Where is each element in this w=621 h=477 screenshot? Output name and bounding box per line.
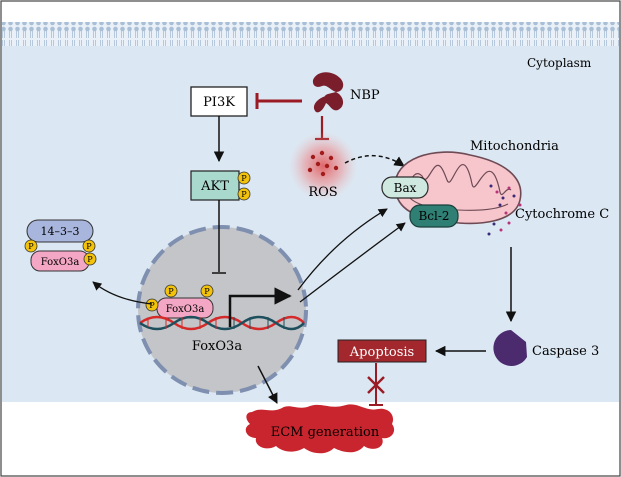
ros-label: ROS <box>308 185 337 200</box>
cyto-phospho-1-label: P <box>28 242 34 251</box>
nuclear-phospho-1-label: P <box>149 301 155 310</box>
akt-box <box>190 170 240 201</box>
nuclear-phospho-2 <box>164 284 178 298</box>
akt-label: AKT <box>200 179 229 194</box>
akt-phospho-1-label: P <box>241 174 247 183</box>
apoptosis-block-x-2 <box>367 376 385 394</box>
ros-to-mitochondria-arrow <box>344 154 405 167</box>
bcl2-label: Bcl-2 <box>418 209 449 223</box>
akt-phospho-1 <box>237 171 251 185</box>
caspase3-label: Caspase 3 <box>532 344 599 359</box>
akt-phospho-2-label: P <box>241 190 247 199</box>
transcription-arrow <box>228 287 292 327</box>
cyto-foxo3a-label: FoxO3a <box>41 257 80 268</box>
foxo3a-gene-label: FoxO3a <box>192 339 242 354</box>
complex-1433-label: 14–3–3 <box>41 225 80 238</box>
cell-membrane <box>2 22 619 46</box>
cytoplasm-label: Cytoplasm <box>527 56 592 70</box>
nuclear-foxo3a-label: FoxO3a <box>166 304 205 315</box>
cytochrome-c-dots <box>487 184 522 236</box>
export-arrow <box>92 281 153 305</box>
nuclear-phospho-3 <box>200 284 214 298</box>
apoptosis-label: Apoptosis <box>349 345 414 360</box>
bcl2-box <box>409 204 459 228</box>
pi3k-box <box>190 86 248 117</box>
nuclear-phospho-2-label: P <box>168 287 174 296</box>
nuclear-phospho-3-label: P <box>204 287 210 296</box>
bax-box <box>381 176 429 199</box>
complex-1433-box <box>26 219 94 243</box>
cyto-phospho-3 <box>83 252 97 266</box>
nucleus-to-bax-arrow <box>297 208 388 291</box>
ecm-generation-label: ECM generation <box>271 425 380 440</box>
cyto-phospho-2 <box>82 239 96 253</box>
cyto-phospho-1 <box>24 239 38 253</box>
pi3k-label: PI3K <box>203 95 235 110</box>
ros-cloud-icon <box>289 132 357 200</box>
mitochondria-label: Mitochondria <box>470 139 559 154</box>
ecm-splat-icon <box>245 404 395 454</box>
nucleus-icon <box>136 225 308 395</box>
bax-label: Bax <box>394 181 417 195</box>
caspase3-pacman-icon <box>493 330 527 366</box>
nbp-label: NBP <box>350 88 380 103</box>
dna-helix-icon <box>139 315 305 331</box>
nucleus-to-bcl2-arrow <box>299 222 406 303</box>
cyto-phospho-2-label: P <box>86 242 92 251</box>
nbp-molecule-icon <box>312 72 344 113</box>
cyto-phospho-3-label: P <box>87 255 93 264</box>
akt-phospho-2 <box>237 187 251 201</box>
nuclear-phospho-1 <box>145 298 159 312</box>
cytochrome-c-label: Cytochrome C <box>515 207 609 222</box>
nucleus-to-ecm-arrow <box>257 365 278 404</box>
apoptosis-box <box>337 339 427 363</box>
